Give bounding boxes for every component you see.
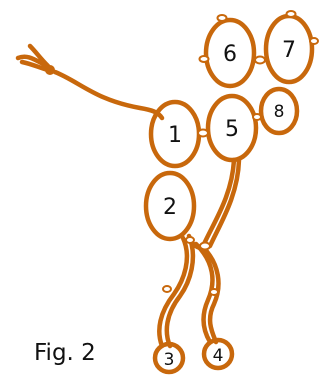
figure-caption: Fig. 2 (34, 340, 96, 366)
bead-6-left (198, 55, 210, 63)
ring-label-7: 7 (282, 38, 296, 63)
bead-leg-4 (209, 288, 219, 296)
ring-6 (203, 17, 257, 89)
connector-5-to-4-b (207, 157, 242, 249)
bead-6-7 (254, 55, 266, 65)
bead-1-5 (197, 128, 209, 138)
leg-to-4-b (199, 243, 221, 345)
tail-thread-2 (27, 43, 51, 69)
ring-2 (143, 170, 197, 242)
ring-label-4: 4 (213, 346, 224, 366)
bead-2-leg (185, 236, 195, 244)
bead-6-top (216, 14, 228, 22)
ring-4 (201, 337, 235, 371)
knot (45, 65, 55, 75)
ring-label-1: 1 (168, 123, 182, 148)
ring-label-5: 5 (225, 117, 239, 142)
ring-label-6: 6 (223, 42, 237, 67)
bead-7-right (309, 37, 319, 45)
leg-to-4-a (193, 241, 215, 345)
leg-2-to-3-b (164, 233, 196, 349)
ring-label-3: 3 (164, 350, 175, 370)
bead-leg-3 (162, 285, 172, 293)
ring-8 (258, 86, 300, 136)
leg-2-to-3-a (157, 235, 190, 349)
bead-join (199, 241, 211, 251)
connector-knot-to-1 (52, 69, 165, 121)
bead-5-8 (252, 113, 262, 121)
ring-label-8: 8 (274, 102, 285, 122)
connector-5-to-4-a (201, 157, 237, 247)
bead-7-top (285, 10, 297, 18)
ring-label-2: 2 (163, 195, 177, 220)
